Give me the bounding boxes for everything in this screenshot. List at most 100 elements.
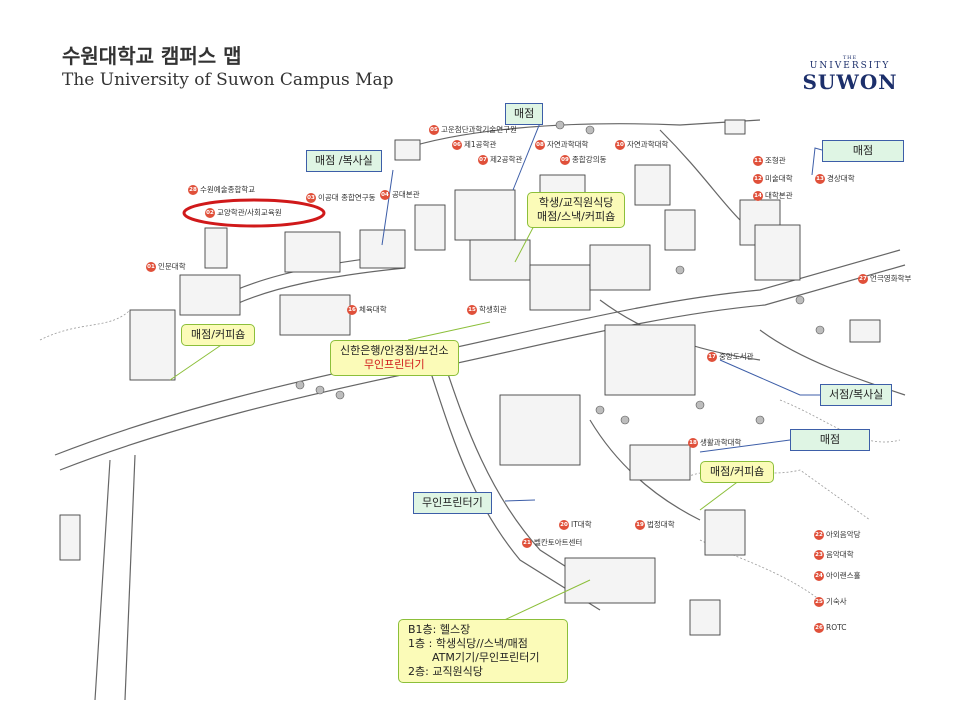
building-name: 제2공학관	[490, 155, 523, 164]
callout-text: 학생/교직원식당	[538, 196, 614, 209]
building-number-badge: 23	[814, 550, 824, 560]
building-number-badge: 01	[146, 262, 156, 272]
building-number-badge: 18	[688, 438, 698, 448]
building-name: 학생회관	[479, 305, 507, 314]
callout-text: 매점/커피숍	[191, 328, 246, 341]
callout-text: 무인프린터기	[422, 496, 483, 509]
building-number-badge: 10	[615, 140, 625, 150]
building-number-badge: 09	[560, 155, 570, 165]
building-name: 자연과학대학	[547, 140, 589, 149]
building-name: 대학본관	[765, 191, 793, 200]
callout-bookstore-copy: 서점/복사실	[820, 384, 893, 406]
callout-cafeteria-cafe: 학생/교직원식당 매점/스낵/커피숍	[527, 192, 626, 228]
building-name: 자연과학대학	[627, 140, 669, 149]
callout-store-library: 매점	[790, 429, 870, 451]
hills	[39, 309, 901, 601]
building-name: 음악대학	[826, 550, 854, 559]
highlight-ellipse	[182, 198, 326, 228]
building-number-badge: 14	[753, 191, 763, 201]
building-number-badge: 08	[535, 140, 545, 150]
building-name: 조형관	[765, 156, 786, 165]
callout-text: 매점/스낵/커피숍	[537, 210, 616, 223]
building-name: 인문대학	[158, 262, 186, 271]
building-name: 기숙사	[826, 597, 847, 606]
building-name: 체육대학	[359, 305, 387, 314]
building-name: 중앙도서관	[719, 352, 754, 361]
callout-text: 매점/커피숍	[710, 465, 765, 478]
logo-the: THE	[842, 55, 858, 61]
callout-text: 매점	[819, 433, 841, 446]
callout-text: B1층: 헬스장	[408, 623, 471, 636]
building-number-badge: 05	[429, 125, 439, 135]
building-name: 제1공학관	[464, 140, 497, 149]
building-number-badge: 03	[306, 193, 316, 203]
callout-text: 1층 : 학생식당//스낵/매점	[408, 637, 528, 650]
building-number-badge: 21	[522, 538, 532, 548]
building-name: 이공대 종합연구동	[318, 193, 376, 202]
building-number-badge: 06	[452, 140, 462, 150]
callout-text: 서점/복사실	[829, 388, 884, 401]
building-name: 생활과학대학	[700, 438, 742, 447]
building-name: 아외음악당	[826, 530, 861, 539]
building-number-badge: 15	[467, 305, 477, 315]
callout-text: 매점	[514, 107, 535, 120]
building-name: 법정대학	[647, 520, 675, 529]
building-number-badge: 20	[559, 520, 569, 530]
callout-store-engineering: 매점	[505, 103, 544, 125]
building-name: 미술대학	[765, 174, 793, 183]
callout-store-business: 매점	[822, 140, 904, 162]
callout-printer-it: 무인프린터기	[413, 492, 492, 514]
building-name: 종합강의동	[572, 155, 607, 164]
callout-text-highlight: 무인프린터기	[363, 358, 425, 371]
building-number-badge: 02	[205, 208, 215, 218]
building-number-badge: 07	[478, 155, 488, 165]
building-number-badge: 16	[347, 305, 357, 315]
callout-text: 매점	[852, 144, 874, 157]
callout-store-cafe-humanities: 매점/커피숍	[181, 324, 256, 346]
building-name: IT대학	[571, 520, 592, 529]
callout-store-cafe-law: 매점/커피숍	[700, 461, 775, 483]
university-logo: THE UNIVERSITY SUWON	[800, 55, 900, 93]
building-name: 아이랜스홀	[826, 571, 861, 580]
building-number-badge: 12	[753, 174, 763, 184]
building-name: 고운첨단과학기술연구원	[441, 125, 517, 134]
callout-store-copy-engineering: 매점 /복사실	[306, 150, 382, 172]
building-number-badge: 27	[858, 274, 868, 284]
callout-belcanto-floors: B1층: 헬스장 1층 : 학생식당//스낵/매점 ATM기기/무인프린터기 2…	[398, 619, 568, 683]
building-name: 벨칸토아트센터	[534, 538, 583, 547]
building-name: 공대본관	[392, 190, 420, 199]
building-number-badge: 13	[815, 174, 825, 184]
building-number-badge: 26	[814, 623, 824, 633]
callout-text: 매점 /복사실	[315, 154, 373, 167]
callout-text: 2층: 교직원식당	[408, 665, 483, 678]
building-number-badge: 04	[380, 190, 390, 200]
map-title-korean: 수원대학교 캠퍼스 맵	[62, 44, 242, 68]
building-number-badge: 22	[814, 530, 824, 540]
building-name: 경상대학	[827, 174, 855, 183]
building-name: ROTC	[826, 623, 847, 632]
